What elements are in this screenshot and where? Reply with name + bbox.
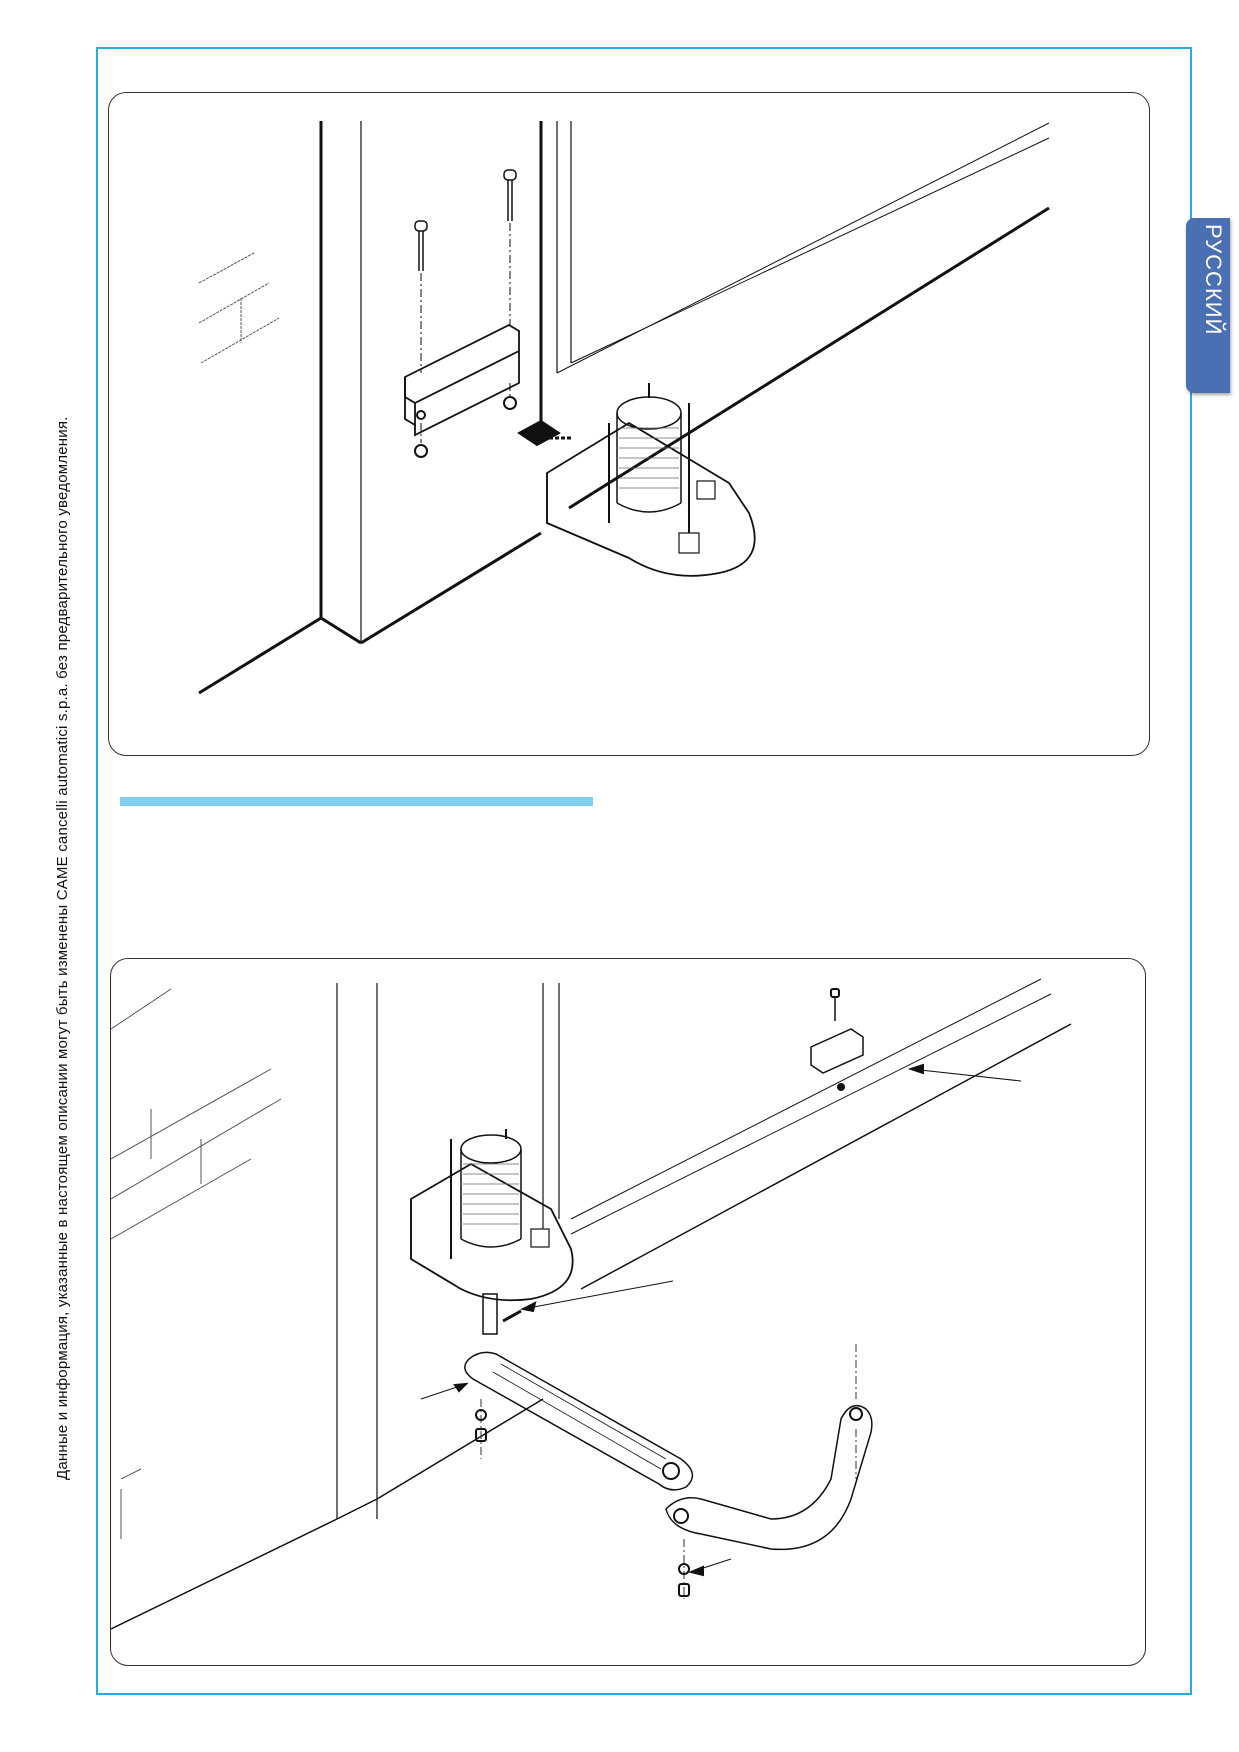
- figure-bracket-mounting: [108, 92, 1150, 756]
- language-tab[interactable]: РУССКИЙ: [1186, 218, 1230, 393]
- figure-arm-assembly: [110, 958, 1146, 1666]
- arm-assembly-illustration: [111, 978, 1072, 1630]
- bracket-mounting-illustration: [198, 121, 1050, 695]
- disclaimer-text: Данные и информация, указанные в настоящ…: [54, 416, 71, 1480]
- section-divider: [120, 797, 593, 806]
- page-frame: [96, 47, 1192, 1695]
- language-tab-label: РУССКИЙ: [1201, 224, 1226, 336]
